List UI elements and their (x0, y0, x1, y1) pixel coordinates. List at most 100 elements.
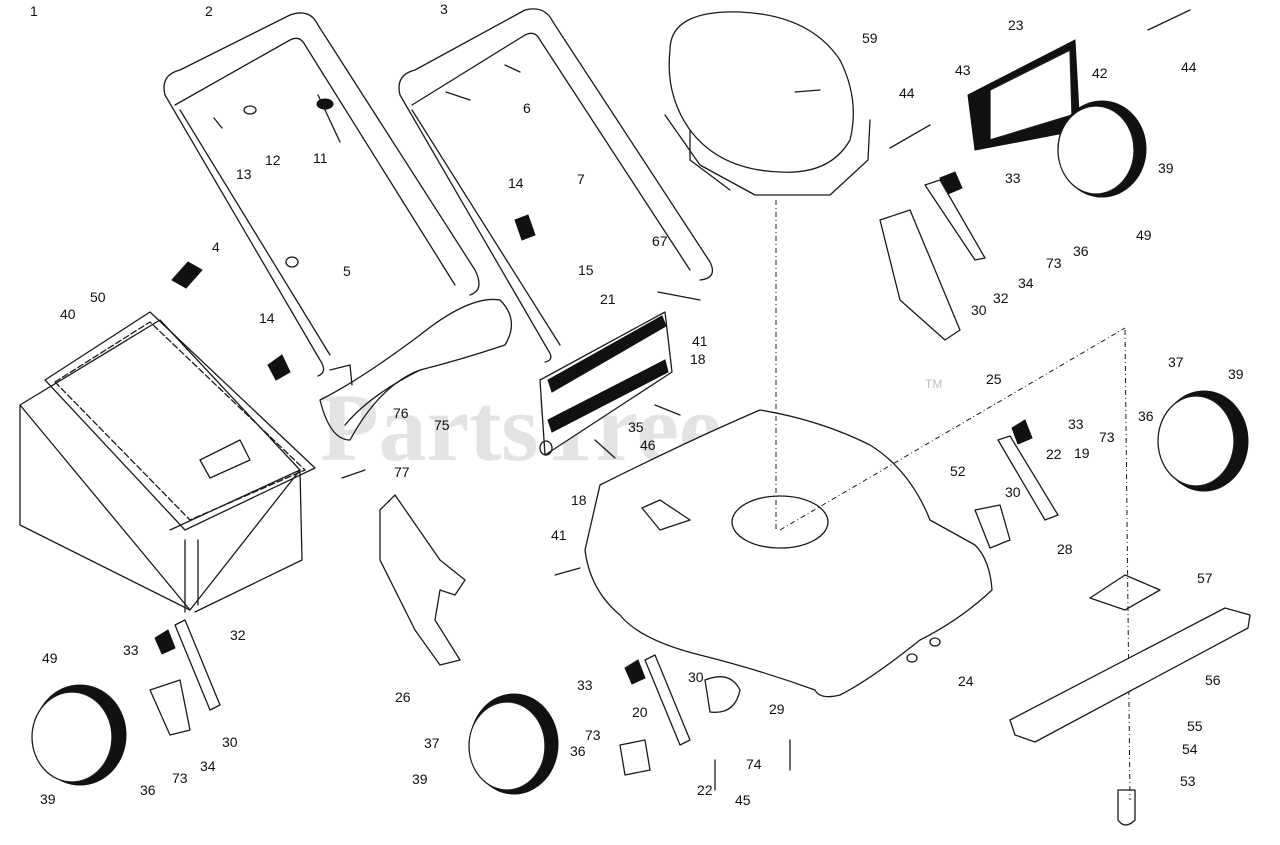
part-label-45: 45 (735, 792, 751, 808)
part-label-30: 30 (222, 734, 238, 750)
part-label-25: 25 (986, 371, 1002, 387)
wheel-rear-center (468, 693, 559, 795)
part-label-55: 55 (1187, 718, 1203, 734)
part-label-33: 33 (577, 677, 593, 693)
part-label-57: 57 (1197, 570, 1213, 586)
part-label-35: 35 (628, 419, 644, 435)
part-label-4: 4 (212, 239, 220, 255)
part-label-30: 30 (1005, 484, 1021, 500)
upper-handle (163, 12, 480, 377)
part-label-49: 49 (1136, 227, 1152, 243)
part-label-56: 56 (1205, 672, 1221, 688)
part-label-18: 18 (571, 492, 587, 508)
part-label-53: 53 (1180, 773, 1196, 789)
part-label-39: 39 (412, 771, 428, 787)
part-label-28: 28 (1057, 541, 1073, 557)
height-adjuster-front-lower (974, 419, 1059, 549)
part-label-32: 32 (230, 627, 246, 643)
part-label-44: 44 (1181, 59, 1197, 75)
part-label-19: 19 (1074, 445, 1090, 461)
part-label-36: 36 (570, 743, 586, 759)
part-label-39: 39 (1158, 160, 1174, 176)
part-label-11: 11 (313, 150, 328, 166)
part-label-73: 73 (1046, 255, 1062, 271)
part-label-13: 13 (236, 166, 252, 182)
part-label-73: 73 (1099, 429, 1115, 445)
wheel-front-right (1157, 390, 1249, 492)
part-label-73: 73 (585, 727, 601, 743)
part-label-1: 1 (30, 3, 38, 19)
part-label-49: 49 (42, 650, 58, 666)
lower-handle (398, 8, 714, 363)
part-label-14: 14 (259, 310, 275, 326)
part-label-41: 41 (692, 333, 708, 349)
wheel-rear-left (31, 684, 127, 786)
part-label-59: 59 (862, 30, 878, 46)
part-label-37: 37 (1168, 354, 1184, 370)
part-label-54: 54 (1182, 741, 1198, 757)
part-label-39: 39 (1228, 366, 1244, 382)
height-adjuster-front-upper (879, 171, 986, 341)
part-label-40: 40 (60, 306, 76, 322)
part-label-75: 75 (434, 417, 450, 433)
part-label-18: 18 (690, 351, 706, 367)
part-label-36: 36 (1073, 243, 1089, 259)
part-label-15: 15 (578, 262, 594, 278)
rear-deflector (319, 298, 512, 441)
part-label-36: 36 (1138, 408, 1154, 424)
part-label-24: 24 (958, 673, 974, 689)
part-label-7: 7 (577, 171, 585, 187)
mower-deck (554, 409, 993, 698)
rear-flap-roller (539, 291, 701, 459)
mulch-plug (967, 9, 1191, 151)
part-label-43: 43 (955, 62, 971, 78)
wheel-front-upper (1057, 100, 1147, 198)
part-label-76: 76 (393, 405, 409, 421)
height-adjuster-rear-center (619, 654, 791, 791)
part-label-33: 33 (123, 642, 139, 658)
part-label-2: 2 (205, 3, 213, 19)
rear-axle-bracket (341, 469, 466, 666)
part-label-73: 73 (172, 770, 188, 786)
part-label-23: 23 (1008, 17, 1024, 33)
part-label-22: 22 (1046, 446, 1062, 462)
part-label-52: 52 (950, 463, 966, 479)
part-label-29: 29 (769, 701, 785, 717)
part-label-46: 46 (640, 437, 656, 453)
part-label-67: 67 (652, 233, 668, 249)
part-label-77: 77 (394, 464, 410, 480)
part-label-37: 37 (424, 735, 440, 751)
part-label-14: 14 (508, 175, 524, 191)
engine (664, 11, 931, 196)
part-label-42: 42 (1092, 65, 1108, 81)
grass-bag-frame (19, 311, 316, 613)
height-adjuster-rear-left (149, 619, 221, 736)
part-label-32: 32 (993, 290, 1009, 306)
handle-knob-lower (267, 354, 291, 381)
part-label-22: 22 (697, 782, 713, 798)
part-label-36: 36 (140, 782, 156, 798)
handle-knob (171, 261, 203, 289)
part-label-20: 20 (632, 704, 648, 720)
trademark-symbol: TM (925, 377, 942, 391)
part-label-30: 30 (688, 669, 704, 685)
part-label-44: 44 (899, 85, 915, 101)
part-label-39: 39 (40, 791, 56, 807)
blade-axis-line (1124, 329, 1131, 801)
mower-blade (1009, 574, 1251, 826)
part-label-34: 34 (200, 758, 216, 774)
part-label-33: 33 (1005, 170, 1021, 186)
part-label-30: 30 (971, 302, 987, 318)
part-label-41: 41 (551, 527, 567, 543)
part-label-74: 74 (746, 756, 762, 772)
part-label-50: 50 (90, 289, 106, 305)
part-label-34: 34 (1018, 275, 1034, 291)
part-label-12: 12 (265, 152, 281, 168)
part-label-21: 21 (600, 291, 616, 307)
part-label-6: 6 (523, 100, 531, 116)
part-label-5: 5 (343, 263, 351, 279)
part-label-3: 3 (440, 1, 448, 17)
